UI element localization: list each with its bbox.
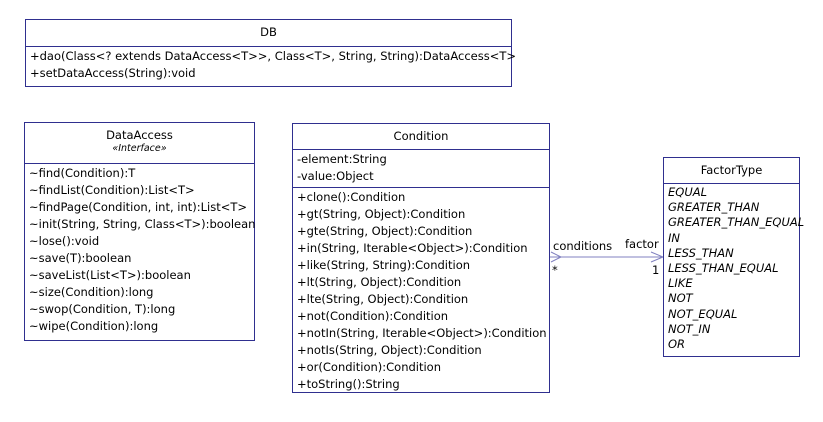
member-row: EQUAL: [668, 185, 708, 199]
member-row: ~findPage(Condition, int, int):List<T>: [29, 200, 248, 214]
member-row: OR: [668, 337, 686, 352]
class-condition[interactable]: Condition -element:String -value:Object +…: [292, 123, 550, 393]
class-db[interactable]: DB +dao(Class<? extends DataAccess<T>>, …: [25, 19, 517, 87]
class-condition-methods: +clone():Condition +gt(String, Object):Co…: [293, 188, 549, 395]
member-row: GREATER_THAN_EQUAL: [668, 215, 805, 230]
class-condition-divider-2: [293, 187, 549, 188]
class-db-divider: [26, 46, 511, 47]
class-factortype-header: FactorType: [664, 158, 799, 183]
member-row: ~findList(Condition):List<T>: [29, 183, 195, 197]
member-row: NOT: [668, 291, 693, 306]
member-row: +or(Condition):Condition: [297, 360, 442, 374]
association-target-multiplicity: 1: [652, 263, 660, 277]
member-row: +lte(String, Object):Condition: [297, 292, 469, 306]
class-condition-header: Condition: [293, 124, 549, 149]
class-condition-divider: [293, 149, 549, 150]
association-source-role: conditions: [553, 239, 613, 253]
member-row: ~swop(Condition, T):long: [29, 302, 176, 316]
member-row: LIKE: [668, 276, 693, 291]
class-dataaccess-divider: [25, 163, 254, 164]
member-row: +clone():Condition: [297, 190, 406, 204]
member-row: ~lose():void: [29, 234, 100, 248]
member-row: +setDataAccess(String):void: [30, 66, 196, 80]
member-row: ~save(T):boolean: [29, 251, 132, 265]
member-row: NOT_IN: [668, 321, 711, 336]
class-condition-attributes: -element:String -value:Object: [293, 150, 549, 187]
member-row: LESS_THAN_EQUAL: [668, 261, 779, 276]
member-row: -value:Object: [297, 169, 374, 183]
association-tail-mark: [550, 251, 563, 263]
member-row: ~init(String, String, Class<T>):boolean: [29, 217, 256, 231]
member-row: +like(String, String):Condition: [297, 258, 471, 272]
member-row: ~find(Condition):T: [29, 166, 136, 180]
class-dataaccess[interactable]: DataAccess «Interface» ~find(Condition):…: [24, 122, 255, 341]
class-db-header: DB: [26, 20, 511, 46]
class-db-name: DB: [260, 25, 277, 39]
member-row: GREATER_THAN: [668, 200, 760, 215]
member-row: +gt(String, Object):Condition: [297, 207, 466, 221]
class-condition-name: Condition: [393, 129, 449, 143]
class-factortype-divider: [664, 183, 799, 184]
association-target-role: factor: [625, 237, 659, 251]
class-dataaccess-header: DataAccess «Interface»: [25, 123, 254, 163]
member-row: ~saveList(List<T>):boolean: [29, 268, 191, 282]
class-dataaccess-name: DataAccess: [106, 128, 173, 142]
class-dataaccess-stereotype: «Interface»: [112, 143, 167, 154]
member-row: +not(Condition):Condition: [297, 309, 449, 323]
association-source-multiplicity: *: [552, 263, 558, 277]
class-dataaccess-methods: ~find(Condition):T ~findList(Condition):L…: [25, 164, 256, 337]
member-row: ~wipe(Condition):long: [29, 319, 159, 333]
member-row: +lt(String, Object):Condition: [297, 275, 462, 289]
class-db-methods: +dao(Class<? extends DataAccess<T>>, Cla…: [26, 47, 517, 84]
member-row: -element:String: [297, 152, 387, 166]
member-row: +dao(Class<? extends DataAccess<T>>, Cla…: [30, 49, 517, 63]
member-row: IN: [668, 230, 680, 245]
member-row: NOT_EQUAL: [668, 306, 738, 321]
member-row: +in(String, Iterable<Object>):Condition: [297, 241, 528, 255]
member-row: +notIs(String, Object):Condition: [297, 343, 482, 357]
member-row: +toString():String: [297, 377, 400, 391]
member-row: LESS_THAN: [668, 245, 734, 260]
member-row: +notIn(String, Iterable<Object>):Conditi…: [297, 326, 547, 340]
member-row: ~size(Condition):long: [29, 285, 154, 299]
class-factortype-name: FactorType: [700, 163, 763, 177]
member-row: +gte(String, Object):Condition: [297, 224, 473, 238]
